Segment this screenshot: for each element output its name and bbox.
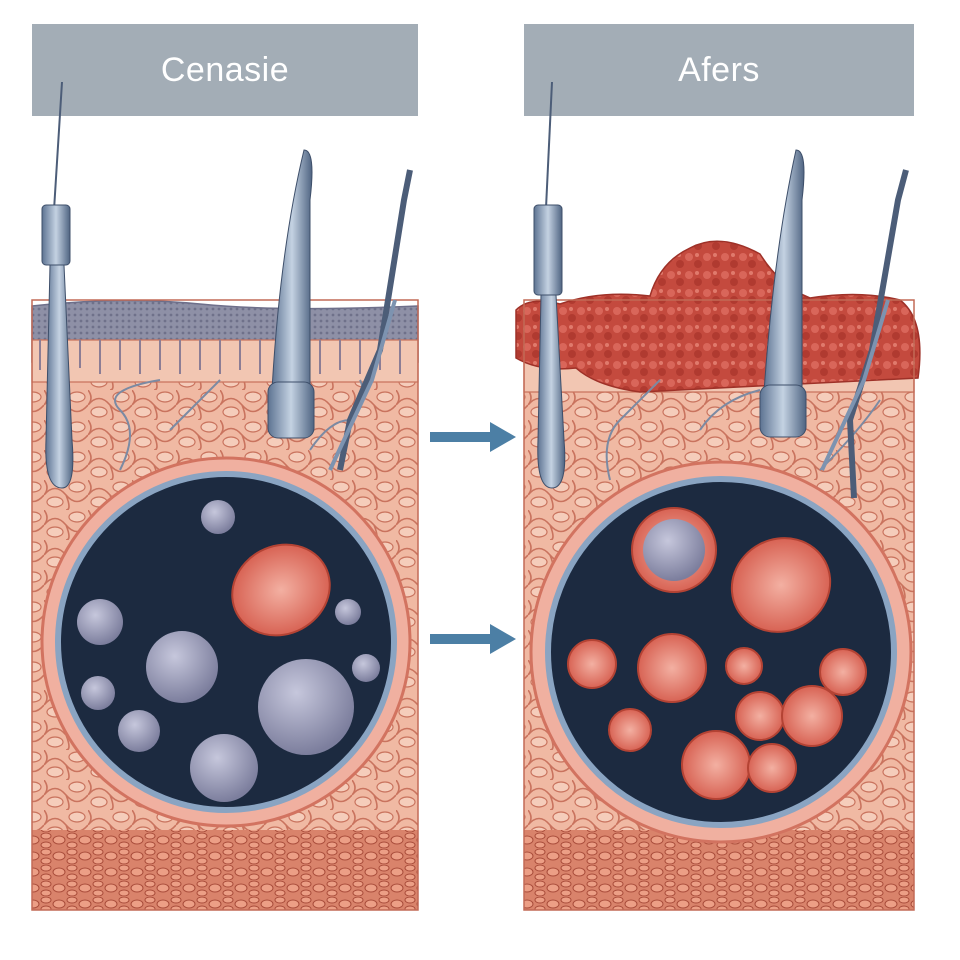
gray-cell bbox=[352, 654, 380, 682]
panel-frame-after bbox=[523, 299, 915, 911]
red-cell bbox=[819, 648, 867, 696]
red-blood-cell bbox=[231, 543, 331, 637]
gray-cell bbox=[81, 676, 115, 710]
needle-icon bbox=[533, 81, 566, 489]
red-cell bbox=[608, 708, 652, 752]
red-blood-cell bbox=[730, 537, 832, 633]
probe-icon bbox=[267, 149, 315, 439]
panel-title-after: Afers bbox=[524, 24, 914, 116]
cells-after bbox=[567, 507, 867, 800]
red-cell bbox=[781, 685, 843, 747]
gray-cell bbox=[146, 631, 218, 703]
gray-cell bbox=[77, 599, 123, 645]
forceps-icon bbox=[328, 169, 413, 471]
gray-cell bbox=[335, 599, 361, 625]
panel-title-before: Cenasie bbox=[32, 24, 418, 116]
gray-cell bbox=[201, 500, 235, 534]
probe-icon bbox=[759, 149, 807, 438]
panel-before bbox=[31, 81, 419, 911]
tissue-growth-after bbox=[515, 240, 921, 393]
needle-icon bbox=[41, 81, 74, 489]
panel-after bbox=[515, 81, 921, 911]
gray-cell bbox=[118, 710, 160, 752]
gray-cell bbox=[643, 519, 705, 581]
red-cell bbox=[567, 639, 617, 689]
cells-before bbox=[77, 500, 380, 802]
red-cell bbox=[637, 633, 707, 703]
panel-frame-before bbox=[31, 299, 419, 911]
forceps-icon bbox=[820, 169, 909, 499]
epidermis-layer-before bbox=[31, 299, 419, 383]
red-cell bbox=[735, 691, 785, 741]
arrow-right-icon bbox=[430, 624, 516, 654]
gray-cell bbox=[258, 659, 354, 755]
red-cell bbox=[681, 730, 751, 800]
gray-cell bbox=[190, 734, 258, 802]
red-cell bbox=[747, 743, 797, 793]
red-cell bbox=[725, 647, 763, 685]
arrow-right-icon bbox=[430, 422, 516, 452]
